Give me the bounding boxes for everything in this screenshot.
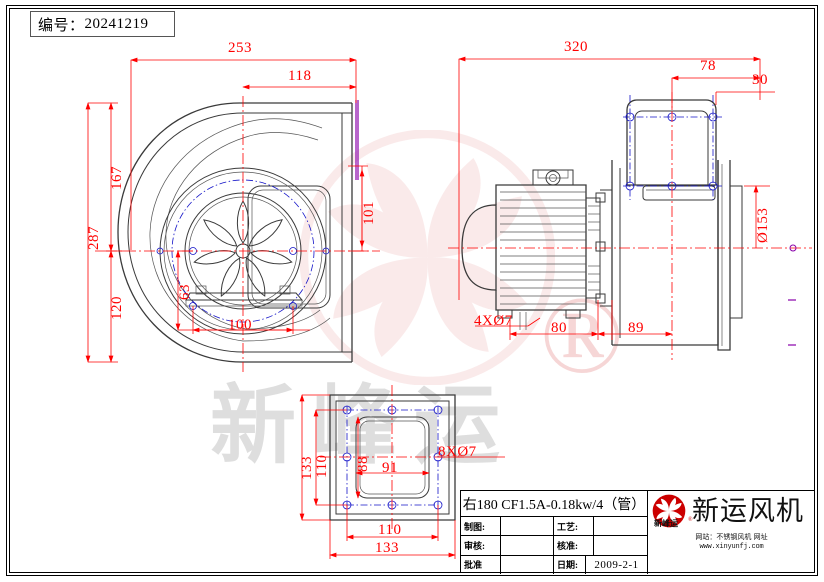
title-block: 右180 CF1.5A-0.18kw/4（管） 制图: 工艺: 审核: 核准: …: [460, 490, 815, 574]
dim-101: 101: [361, 201, 377, 225]
dim-63: 63: [177, 284, 193, 300]
title-block-left: 右180 CF1.5A-0.18kw/4（管） 制图: 工艺: 审核: 核准: …: [461, 491, 648, 574]
drawing-code-value: 20241219: [84, 15, 149, 32]
company-name: 新运风机: [692, 495, 804, 527]
dim-flange-133-h: 133: [375, 540, 399, 556]
dim-30: 30: [752, 72, 768, 88]
dim-dia153: Ø153: [755, 207, 771, 243]
value-drafter[interactable]: [501, 517, 554, 536]
value-date[interactable]: 2009-2-1: [594, 558, 639, 571]
label-approver: 核准:: [554, 536, 594, 555]
label-date: 日期:: [554, 555, 586, 574]
dim-167: 167: [109, 166, 125, 190]
value-authorize[interactable]: [501, 555, 554, 574]
dim-118: 118: [288, 68, 312, 84]
dim-100: 100: [228, 317, 252, 333]
fan-logo-icon: [652, 494, 686, 528]
label-reviewer: 审核:: [461, 536, 501, 555]
sheet-border-outer: [6, 5, 818, 576]
company-footer-line1: 网站：不锈钢风机 网址: [695, 533, 768, 541]
dim-320: 320: [564, 39, 588, 55]
model-designation: 右180 CF1.5A-0.18kw/4（管）: [461, 491, 647, 517]
dim-flange-91: 91: [382, 460, 398, 476]
dim-120: 120: [109, 296, 125, 320]
company-website: www.xinyunfj.com: [699, 543, 764, 552]
value-process[interactable]: [594, 517, 647, 535]
label-process: 工艺:: [554, 517, 594, 536]
title-block-company: 新运风机 新峰运 ® 网站：不锈钢风机 网址 www.xinyunfj.com: [648, 491, 815, 574]
logo-subtext: 新峰运: [654, 519, 678, 528]
dim-flange-110-h: 110: [378, 522, 402, 538]
dim-253: 253: [228, 40, 252, 56]
dim-287: 287: [86, 226, 102, 250]
value-reviewer[interactable]: [501, 536, 554, 555]
dim-4xdia7: 4XØ7: [474, 313, 513, 329]
title-block-row-2: 审核: 核准:: [461, 536, 647, 556]
dim-80: 80: [551, 320, 567, 336]
drawing-code-box: 编号：20241219: [30, 11, 175, 37]
value-approver[interactable]: [594, 536, 647, 554]
dim-flange-110-v: 110: [314, 454, 330, 478]
trademark-icon: ®: [688, 517, 693, 523]
sheet-border-inner: [9, 8, 815, 573]
dim-78: 78: [700, 58, 716, 74]
label-authorize: 批准: [461, 555, 501, 574]
title-block-row-3: 批准 日期: 2009-2-1: [461, 555, 647, 574]
dim-flange-88: 88: [355, 456, 371, 472]
title-block-row-1: 制图: 工艺:: [461, 517, 647, 537]
dim-8xdia7: 8XØ7: [438, 444, 477, 460]
label-drafter: 制图:: [461, 517, 501, 536]
dim-89: 89: [628, 320, 644, 336]
drawing-code-label: 编号：: [38, 17, 85, 34]
